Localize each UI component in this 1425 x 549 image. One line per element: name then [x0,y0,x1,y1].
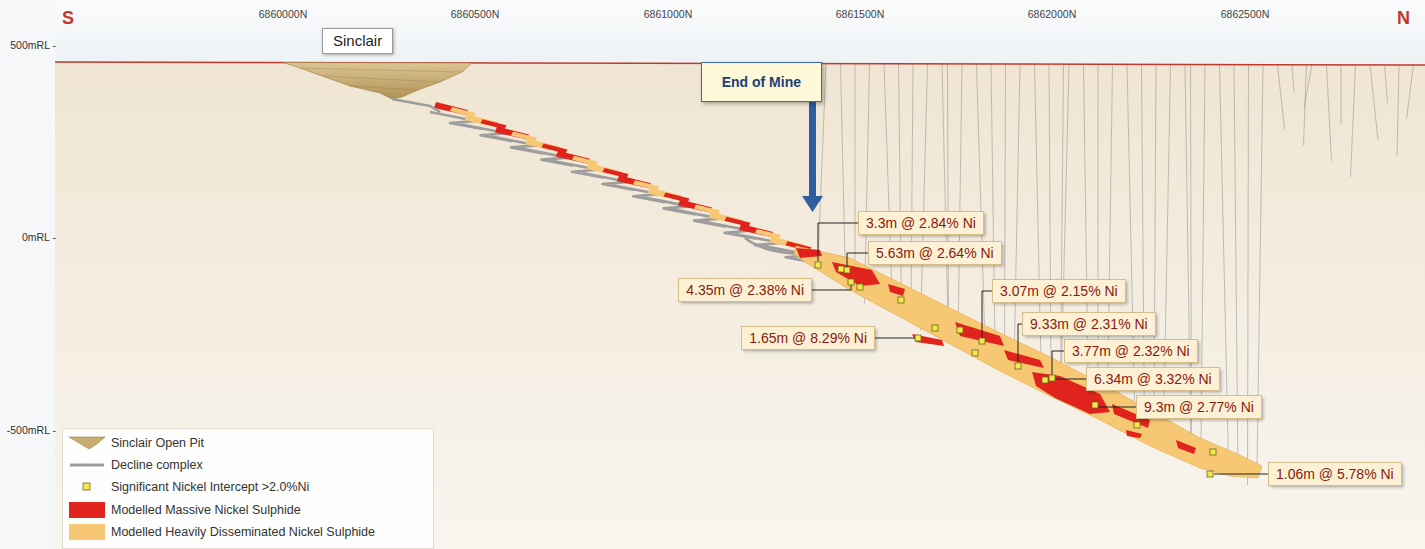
intercept-callout: 1.06m @ 5.78% Ni [1268,462,1402,486]
drill-hole [855,64,856,292]
callout-text: 3.3m @ 2.84% Ni [866,214,976,232]
callout-text: 3.77m @ 2.32% Ni [1072,342,1190,360]
drill-hole [942,64,948,322]
legend-text: Decline complex [111,457,203,473]
legend-text: Sinclair Open Pit [111,435,204,451]
decline [392,99,440,112]
callout-text: 9.3m @ 2.77% Ni [1144,398,1254,416]
elevation-label: -500mRL - [7,425,56,436]
northing-label: 6861500N [836,9,884,20]
drill-hole [841,64,846,281]
callout-text: 5.63m @ 2.64% Ni [876,244,994,262]
elevation-label: 500mRL - [10,40,56,51]
legend: Sinclair Open PitDecline complexSignific… [62,428,434,549]
intercept-callout: 9.3m @ 2.77% Ni [1136,395,1262,419]
intercept-callout: 3.07m @ 2.15% Ni [992,279,1126,303]
legend-text: Significant Nickel Intercept >2.0%Ni [111,479,309,495]
end-of-mine-arrow [802,100,823,212]
legend-text: Modelled Heavily Disseminated Nickel Sul… [111,524,375,540]
intercept-callout: 3.3m @ 2.84% Ni [858,211,984,235]
callout-text: 4.35m @ 2.38% Ni [686,281,804,299]
intercept-callout: 6.34m @ 3.32% Ni [1086,367,1220,391]
drill-hole [1292,65,1294,92]
drill-hole [921,64,928,330]
orebody [794,246,1262,478]
legend-symbol [69,479,105,495]
leader-lines [812,223,1268,474]
drill-hole [1327,65,1332,161]
callout-text: 3.07m @ 2.15% Ni [1000,282,1118,300]
legend-entry: Modelled Massive Nickel Sulphide [63,500,433,520]
legend-entry: Sinclair Open Pit [63,433,433,453]
intercept-callout: 1.65m @ 8.29% Ni [741,326,875,350]
drill-hole [1005,64,1006,356]
legend-swatch [69,524,105,540]
drill-hole [1407,65,1414,119]
callout-text: End of Mine [722,73,801,91]
callout-text: 1.65m @ 8.29% Ni [749,329,867,347]
ground [55,62,1425,549]
elevation-label: 0mRL - [22,232,56,243]
drill-hole [1014,64,1020,367]
drill-hole [1370,65,1378,140]
callout-box: End of Mine [701,62,822,102]
intercept-callout: 5.63m @ 2.64% Ni [868,241,1002,265]
legend-symbol [69,457,105,473]
drill-hole [1351,65,1356,177]
northing-label: 6862500N [1221,9,1269,20]
open-pit [283,63,472,100]
legend-entry: Modelled Heavily Disseminated Nickel Sul… [63,522,433,542]
intercept-callout: 4.35m @ 2.38% Ni [678,278,812,302]
intercept-callout: 9.33m @ 2.31% Ni [1022,312,1156,336]
sky [55,0,1425,65]
drill-hole [1185,64,1191,451]
drill-hole [899,64,902,307]
mined-orebody [392,99,818,263]
legend-swatch [69,502,105,518]
northing-label: 6862000N [1028,9,1076,20]
northing-label: 6860000N [259,9,307,20]
legend-entry: Significant Nickel Intercept >2.0%Ni [63,477,433,497]
compass-letter: N [1397,9,1410,27]
drill-hole [1278,65,1285,129]
northing-label: 6860500N [451,9,499,20]
drill-hole [911,64,913,319]
drill-hole [1385,65,1388,103]
legend-text: Modelled Massive Nickel Sulphide [111,502,301,518]
callout-text: 1.06m @ 5.78% Ni [1276,465,1394,483]
northing-label: 6861000N [644,9,692,20]
callout-text: 9.33m @ 2.31% Ni [1030,315,1148,333]
compass-letter: S [62,9,74,27]
legend-symbol [69,435,105,451]
intercept-callout: 3.77m @ 2.32% Ni [1064,339,1198,363]
drill-hole [1397,65,1399,156]
drill-hole [948,64,949,329]
drill-hole [1341,65,1342,124]
drill-hole [1035,64,1042,387]
legend-entry: Decline complex [63,455,433,475]
drill-hole [1304,65,1312,108]
drill-hole [1248,65,1249,486]
pit-benches [300,68,462,90]
callout-text: 6.34m @ 3.32% Ni [1094,370,1212,388]
drill-hole [958,64,962,341]
drill-hole [1304,65,1307,145]
callout-text: Sinclair [333,32,382,50]
place-label-box: Sinclair [322,28,393,54]
